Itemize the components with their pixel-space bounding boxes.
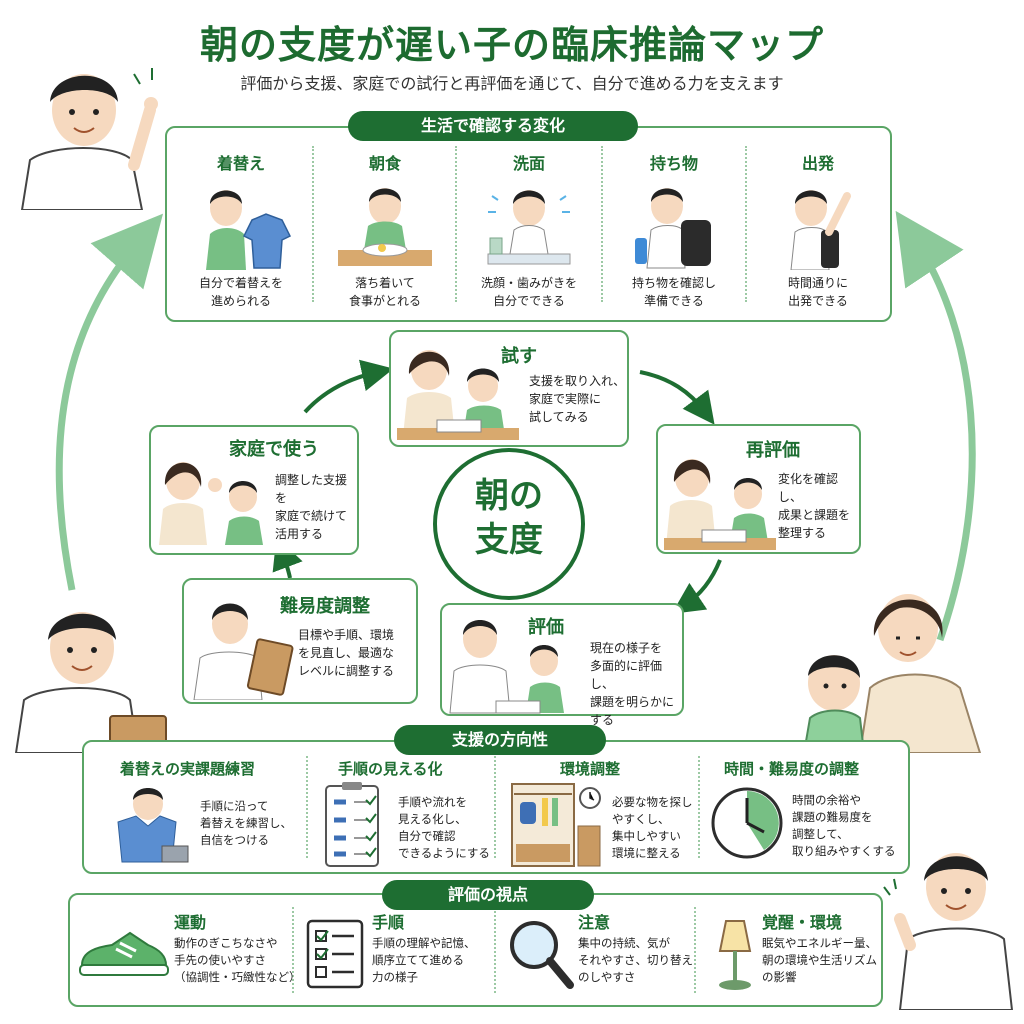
cycle-step-title: 試す	[501, 346, 537, 367]
cycle-step-text: 現在の様子を 多面的に評価し、 課題を明らかに する	[590, 641, 675, 727]
breakfast-icon	[338, 188, 432, 266]
cycle-step-title: 家庭で使う	[229, 439, 319, 460]
cycle-step-text: 支援を取り入れ、 家庭で実際に 試してみる	[529, 374, 626, 424]
life-item-breakfast: 朝食 落ち着いて 食事がとれる	[315, 150, 455, 310]
divider	[694, 907, 696, 993]
page-subtitle: 評価から支援、家庭での試行と再評価を通じて、自分で進める力を支えます	[240, 74, 784, 93]
support-item-text: 手順や流れを 見える化し、 自分で確認 できるようにする	[398, 795, 490, 860]
left-cycle-arrow	[55, 213, 164, 591]
life-item-departure: 出発 時間通りに 出発できる	[748, 150, 888, 310]
divider	[306, 756, 308, 858]
clipboard-therapist-icon	[193, 603, 294, 700]
divider	[312, 146, 314, 302]
support-item-title: 手順の見える化	[338, 760, 443, 778]
center-label: 朝の 支度	[475, 476, 543, 560]
evaluation-item-title: 手順	[372, 913, 405, 932]
magnifier-icon	[510, 921, 574, 989]
divider	[601, 146, 603, 302]
life-item-title: 洗面	[512, 154, 545, 173]
divider	[745, 146, 747, 302]
life-item-title: 持ち物	[649, 154, 698, 173]
clock-icon	[711, 787, 783, 859]
support-item-text: 時間の余裕や 課題の難易度を 調整して、 取り組みやすくする	[792, 793, 896, 858]
therapist-assessing-child-icon	[449, 620, 564, 714]
evaluation-item-text: 眠気やエネルギー量、 朝の環境や生活リズム の影響	[762, 936, 877, 984]
divider	[494, 907, 496, 993]
cycle-step-text: 変化を確認し、 成果と課題を 整理する	[778, 472, 851, 540]
support-item-text: 必要な物を探し やすくし、 集中しやすい 環境に整える	[612, 795, 693, 860]
shirt-icon	[206, 190, 292, 270]
evaluation-item-title: 注意	[578, 913, 611, 932]
departure-icon	[790, 190, 851, 270]
life-item-text: 自分で着替えを 進められる	[198, 276, 283, 308]
cycle-step-try: 試す 支援を取り入れ、 家庭で実際に 試してみる	[389, 330, 629, 447]
life-item-belongings: 持ち物 持ち物を確認し 準備できる	[604, 150, 744, 310]
high-five-icon	[159, 462, 263, 545]
cycle-step-reevaluation: 再評価 変化を確認し、 成果と課題を 整理する	[656, 424, 861, 554]
page-title: 朝の支度が遅い子の臨床推論マップ	[199, 23, 824, 67]
divider	[292, 907, 294, 993]
life-item-title: 出発	[801, 154, 834, 173]
cycle-step-text: 調整した支援を 家庭で続けて 活用する	[275, 473, 348, 541]
support-item-title: 時間・難易度の調整	[724, 760, 860, 778]
arrow-reeval-to-eval	[671, 559, 722, 614]
support-item-title: 着替えの実課題練習	[120, 760, 256, 778]
center-circle: 朝の 支度	[433, 448, 585, 600]
right-cycle-arrow	[895, 210, 976, 642]
therapist-clipboard-figure	[14, 612, 167, 753]
life-item-face-washing: 洗面 洗顔・歯みがきを 自分でできる	[459, 150, 599, 310]
evaluation-item-title: 運動	[174, 913, 207, 932]
checklist-icon	[306, 919, 364, 989]
divider	[698, 756, 700, 858]
review-together-icon	[664, 459, 776, 550]
cycle-step-difficulty-adjustment: 難易度調整 目標や手順、環境 を見直し、最適な レベルに調整する	[182, 578, 418, 704]
backpack-icon	[635, 188, 711, 269]
life-item-text: 落ち着いて 食事がとれる	[348, 276, 421, 308]
divider	[455, 146, 457, 302]
life-item-dressing: 着替え 自分で着替えを 進められる	[171, 150, 311, 310]
life-changes-header: 生活で確認する変化	[348, 111, 638, 141]
life-changes-panel: 着替え 自分で着替えを 進められる 朝食 落ち着いて 食事がとれる 洗面	[165, 126, 892, 322]
divider	[494, 756, 496, 858]
life-item-text: 洗顔・歯みがきを 自分でできる	[480, 276, 577, 308]
lamp-icon	[718, 920, 752, 990]
life-item-title: 着替え	[216, 154, 265, 173]
therapist-pointing-figure	[20, 68, 158, 210]
evaluation-viewpoints-header: 評価の視点	[382, 880, 594, 910]
support-direction-panel: 着替えの実課題練習 手順に沿って 着替えを練習し、 自信をつける 手順の見える化…	[82, 740, 910, 874]
cycle-step-text: 目標や手順、環境 を見直し、最適な レベルに調整する	[298, 628, 395, 678]
support-item-title: 環境調整	[560, 760, 621, 778]
checklist-board-icon	[325, 782, 379, 867]
evaluation-item-title: 覚醒・環境	[762, 913, 843, 932]
face-wash-icon	[487, 190, 571, 265]
therapist-waving-figure	[883, 853, 1014, 1010]
cycle-step-title: 難易度調整	[280, 596, 370, 617]
life-item-text: 持ち物を確認し 準備できる	[631, 276, 716, 308]
cycle-step-evaluation: 評価 現在の様子を 多面的に評価し、 課題を明らかに する	[440, 603, 684, 727]
arrow-home-to-try	[303, 359, 394, 414]
arrow-try-to-reeval	[639, 370, 715, 425]
cycle-step-home: 家庭で使う 調整した支援を 家庭で続けて 活用する	[149, 425, 359, 555]
parent-child-worksheet-icon	[397, 350, 519, 440]
cycle-step-title: 再評価	[746, 440, 800, 461]
sneaker-icon	[79, 931, 169, 976]
evaluation-item-text: 手順の理解や記憶、 順序立てて進める 力の様子	[372, 936, 476, 984]
support-direction-header: 支援の方向性	[394, 725, 606, 755]
support-item-text: 手順に沿って 着替えを練習し、 自信をつける	[200, 799, 292, 847]
dressing-practice-icon	[117, 788, 189, 863]
evaluation-viewpoints-panel: 運動 動作のぎこちなさや 手先の使いやすさ （協調性・巧緻性など） 手順 手順の…	[68, 893, 883, 1007]
life-item-text: 時間通りに 出発できる	[787, 276, 848, 308]
organized-closet-icon	[511, 783, 601, 867]
arrow-adjust-to-home	[272, 537, 303, 579]
parent-and-child-figure	[802, 594, 982, 753]
evaluation-item-text: 動作のぎこちなさや 手先の使いやすさ （協調性・巧緻性など）	[174, 936, 301, 984]
cycle-step-title: 評価	[528, 617, 564, 638]
life-item-title: 朝食	[368, 154, 401, 173]
evaluation-item-text: 集中の持続、気が それやすさ、切り替え のしやすさ	[578, 936, 693, 984]
